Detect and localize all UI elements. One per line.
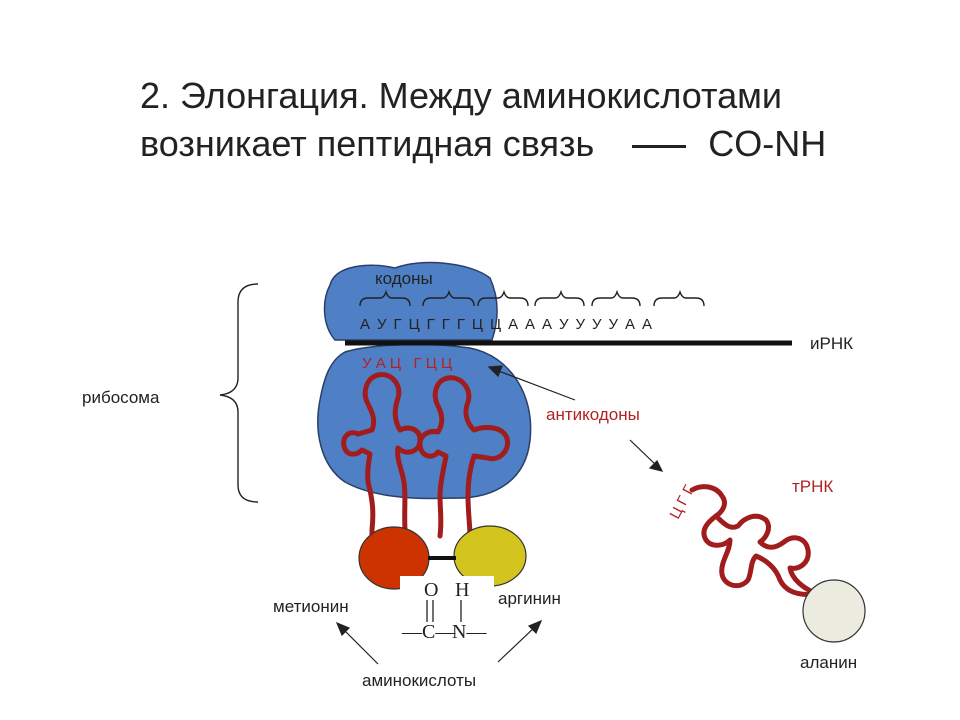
- peptide-formula-box: [400, 576, 494, 648]
- methionine-label: метионин: [273, 597, 349, 616]
- anticodon-arrows: [487, 365, 664, 472]
- codon-brace-6: [653, 289, 705, 307]
- mrna-label: иРНК: [810, 334, 853, 353]
- bond-formula: CO-NH: [708, 123, 827, 164]
- ribosome-bracket: [219, 283, 259, 503]
- arrow-to-trna-anticodon: [629, 439, 658, 467]
- alanine-label: аланин: [800, 653, 857, 672]
- trna-methionine: [341, 372, 381, 551]
- arrow-to-ribosome-anticodon-head: [487, 365, 503, 378]
- free-trna: [689, 484, 819, 597]
- arrow-to-arginine-head: [527, 619, 543, 635]
- formula-nitrogen: N—: [452, 621, 487, 643]
- arginine-label: аргинин: [498, 589, 561, 608]
- title-line-2: возникает пептидная связь CO-NH: [140, 120, 900, 168]
- mrna-sequence: А У Г Ц Г Г Г Ц Ц А А А У У У У А А: [360, 316, 652, 333]
- anticodon-pair: У А Ц Г Ц Ц: [362, 355, 452, 372]
- codon-brace-3: [477, 289, 529, 307]
- amino-acid-arrows: [335, 619, 543, 665]
- formula-carbon-chain: —C—: [401, 621, 456, 643]
- formula-oxygen: O: [424, 579, 438, 601]
- arrow-to-ribosome-anticodon: [495, 369, 576, 401]
- trna-anticodon: Ц Г Г: [667, 482, 699, 521]
- formula-hydrogen: H: [455, 579, 469, 601]
- alanine-ball: [802, 579, 866, 643]
- ribosome-label: рибосома: [82, 388, 160, 407]
- arrow-to-arginine: [497, 625, 537, 663]
- ribosome-small-subunit: [323, 261, 498, 341]
- arrow-to-methionine-head: [335, 621, 351, 637]
- arrow-to-methionine: [341, 627, 379, 665]
- trna-label: тРНК: [792, 477, 833, 496]
- anticodons-label: антикодоны: [546, 405, 640, 424]
- bond-dash: [632, 144, 687, 148]
- arrow-to-trna-anticodon-head: [648, 459, 664, 472]
- free-trna-lower: [701, 513, 819, 597]
- codon-brace-4: [534, 289, 585, 307]
- amino-acids-label: аминокислоты: [362, 671, 476, 690]
- title-line-1: 2. Элонгация. Между аминокислотами: [140, 75, 782, 116]
- trna-arginine-arm: [445, 375, 510, 539]
- codon-brace-2: [422, 289, 475, 307]
- codon-brace-1: [359, 289, 411, 307]
- codon-braces: [359, 289, 705, 307]
- trna-arginine: [417, 375, 451, 539]
- slide-title: 2. Элонгация. Между аминокислотами возни…: [140, 72, 900, 168]
- title-line-2-text: возникает пептидная связь: [140, 123, 595, 164]
- codon-brace-5: [591, 289, 641, 307]
- codons-label: кодоны: [375, 269, 433, 288]
